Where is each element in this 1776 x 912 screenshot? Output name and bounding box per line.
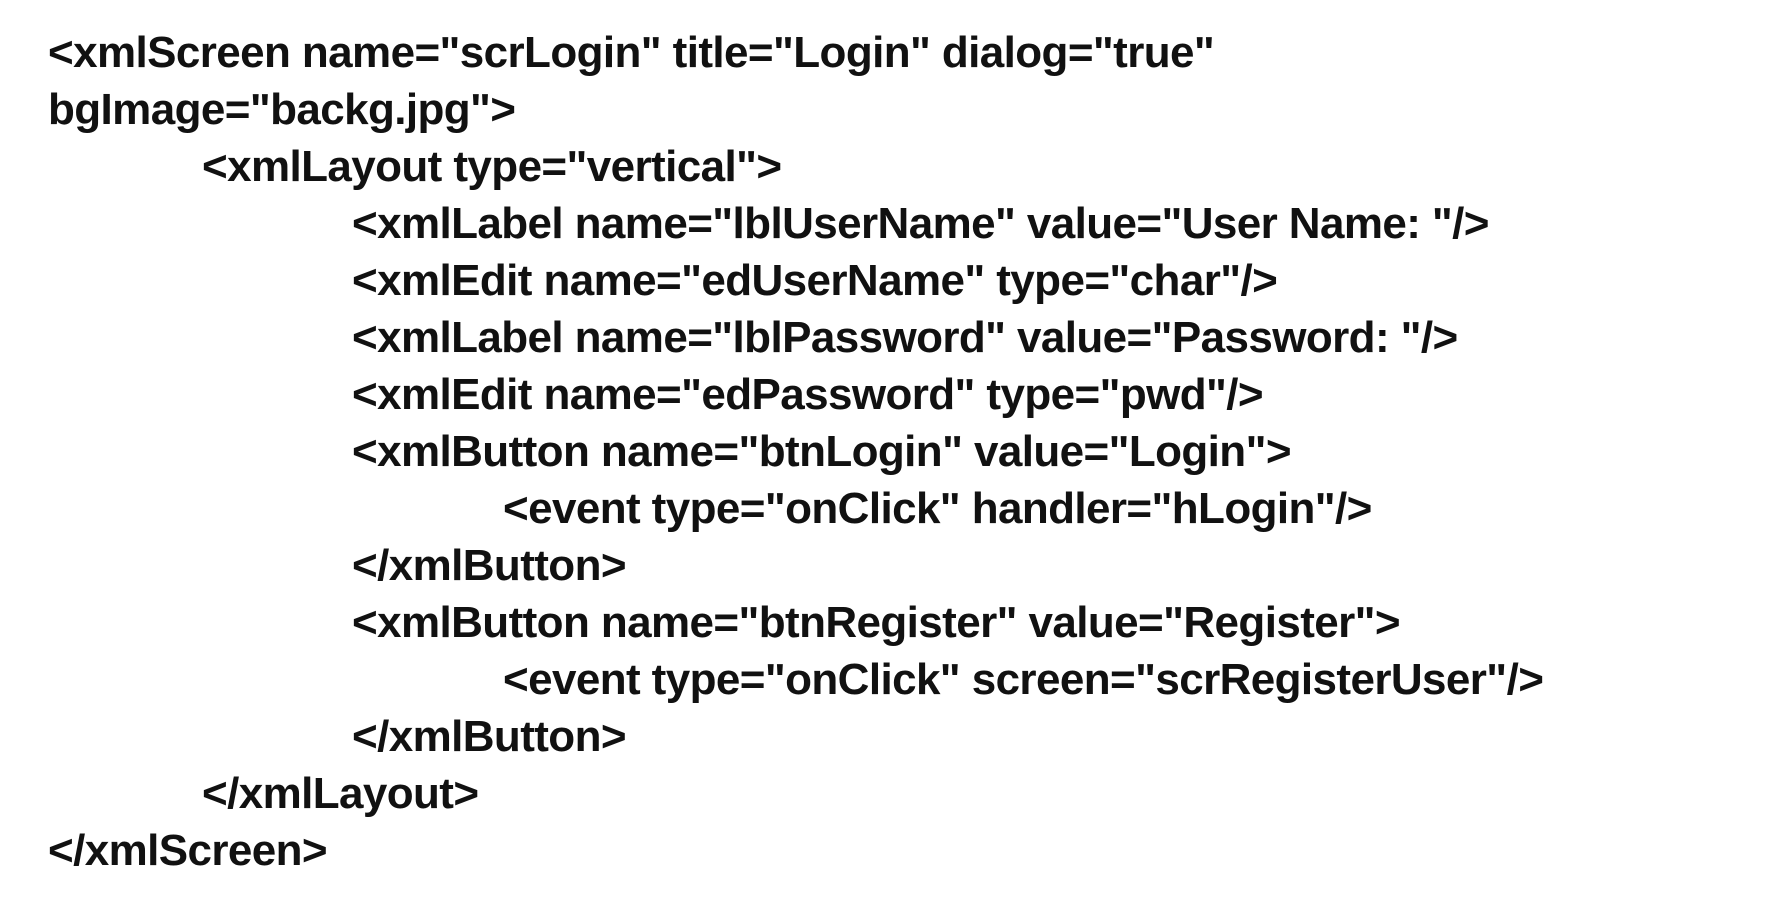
code-line-event-login: <event type="onClick" handler="hLogin"/>	[503, 484, 1372, 534]
code-line-label-password: <xmlLabel name="lblPassword" value="Pass…	[352, 313, 1458, 363]
code-line-label-username: <xmlLabel name="lblUserName" value="User…	[352, 199, 1489, 249]
code-line-button-login-close: </xmlButton>	[352, 541, 626, 591]
code-line-edit-password: <xmlEdit name="edPassword" type="pwd"/>	[352, 370, 1263, 420]
code-line-button-login-open: <xmlButton name="btnLogin" value="Login"…	[352, 427, 1291, 477]
code-line-xmlscreen-close: </xmlScreen>	[48, 826, 327, 876]
code-line-event-register: <event type="onClick" screen="scrRegiste…	[503, 655, 1543, 705]
code-line-bgimage-attr: bgImage="backg.jpg">	[48, 85, 515, 135]
code-line-xmllayout-open: <xmlLayout type="vertical">	[202, 142, 781, 192]
code-line-button-register-open: <xmlButton name="btnRegister" value="Reg…	[352, 598, 1400, 648]
code-line-xmllayout-close: </xmlLayout>	[202, 769, 478, 819]
code-line-button-register-close: </xmlButton>	[352, 712, 626, 762]
code-line-edit-username: <xmlEdit name="edUserName" type="char"/>	[352, 256, 1277, 306]
code-line-xmlscreen-open: <xmlScreen name="scrLogin" title="Login"…	[48, 28, 1214, 78]
